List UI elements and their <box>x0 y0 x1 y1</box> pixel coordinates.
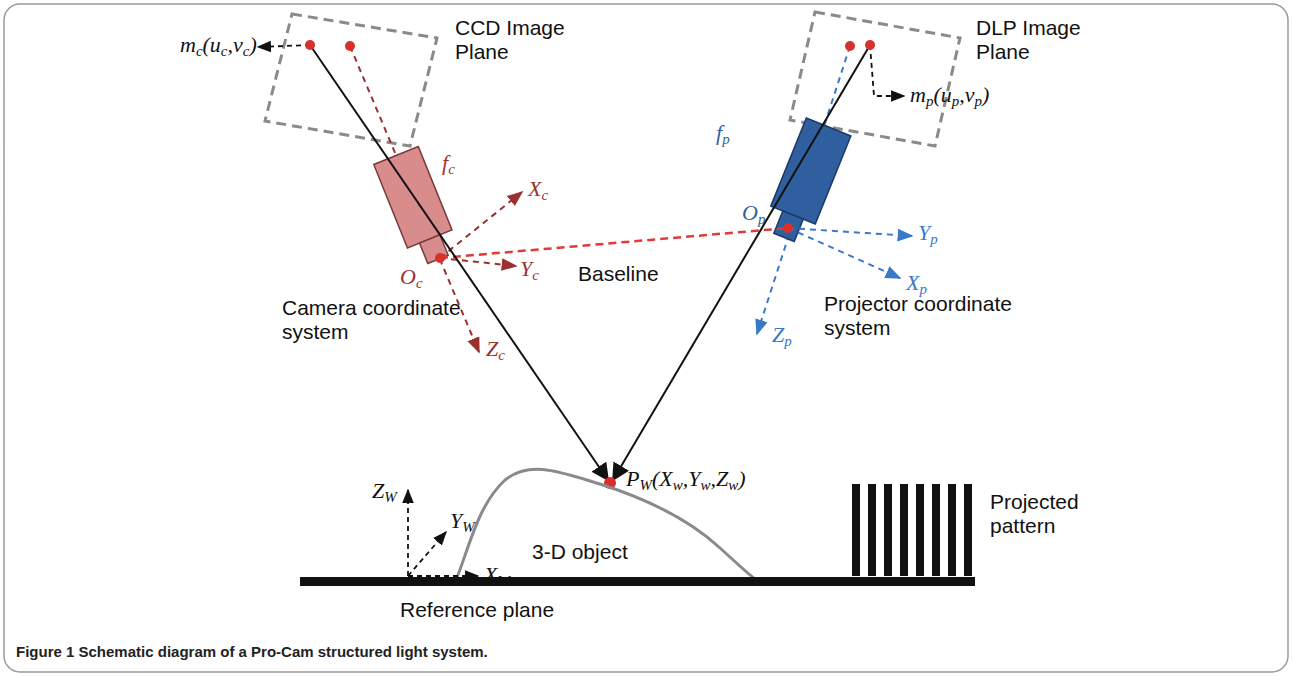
axis-label: Zp <box>772 322 792 347</box>
baseline-line <box>440 228 788 258</box>
pattern-stripe <box>900 484 908 576</box>
camera-body <box>374 147 460 269</box>
pattern-stripe <box>852 484 860 576</box>
pattern-stripe <box>932 484 940 576</box>
point-label: PW(Xw,Yw,Zw) <box>626 466 745 491</box>
world-y-axis <box>408 532 446 576</box>
camera-y-axis <box>440 258 516 266</box>
world-x-axis <box>408 575 478 577</box>
baseline-label: Baseline <box>578 262 659 286</box>
axis-label: YW <box>450 508 475 533</box>
figure-caption: Figure 1 Schematic diagram of a Pro-Cam … <box>16 643 488 660</box>
pattern-stripe <box>948 484 956 576</box>
mc-leader <box>258 45 310 47</box>
object-label: 3-D object <box>532 540 628 564</box>
mp-leader <box>870 45 904 96</box>
pattern-stripe <box>868 484 876 576</box>
figure-frame <box>4 4 1288 672</box>
axis-label: Xp <box>906 270 927 295</box>
projector-y-axis <box>788 228 912 236</box>
point-dots <box>305 40 875 489</box>
plane-label: CCD Image Plane <box>455 16 585 64</box>
world-z-axis <box>407 490 409 576</box>
axis-label: XW <box>484 562 510 587</box>
pattern-stripe <box>884 484 892 576</box>
origin-label: Op <box>742 200 765 225</box>
system-label: Projector coordinate system <box>824 292 1034 340</box>
projected-pattern <box>852 484 972 576</box>
axis-label: ZW <box>372 478 397 503</box>
projector-z-axis <box>757 46 850 334</box>
pattern-stripe <box>916 484 924 576</box>
ccd-image-plane <box>265 14 437 146</box>
projector-body <box>762 118 851 246</box>
pattern-label: Projected pattern <box>990 490 1100 538</box>
system-label: Camera coordinate system <box>282 296 482 344</box>
camera-x-axis <box>440 192 522 258</box>
axis-label: Xc <box>528 176 548 201</box>
plane-label: Reference plane <box>400 598 554 622</box>
camera-ray <box>310 45 608 480</box>
point-label: mp(up,vp) <box>910 82 989 107</box>
focal-label: fp <box>716 120 730 145</box>
plane-label: DLP Image Plane <box>976 16 1106 64</box>
pattern-stripe <box>964 484 972 576</box>
axis-label: Zc <box>486 336 505 361</box>
reference-plane <box>300 577 975 586</box>
projector-x-axis <box>788 228 900 278</box>
point-label: mc(uc,vc) <box>180 32 257 57</box>
axis-label: Yp <box>918 220 938 245</box>
origin-label: Oc <box>400 264 423 289</box>
axis-label: Yc <box>520 256 539 281</box>
focal-label: fc <box>442 150 455 175</box>
